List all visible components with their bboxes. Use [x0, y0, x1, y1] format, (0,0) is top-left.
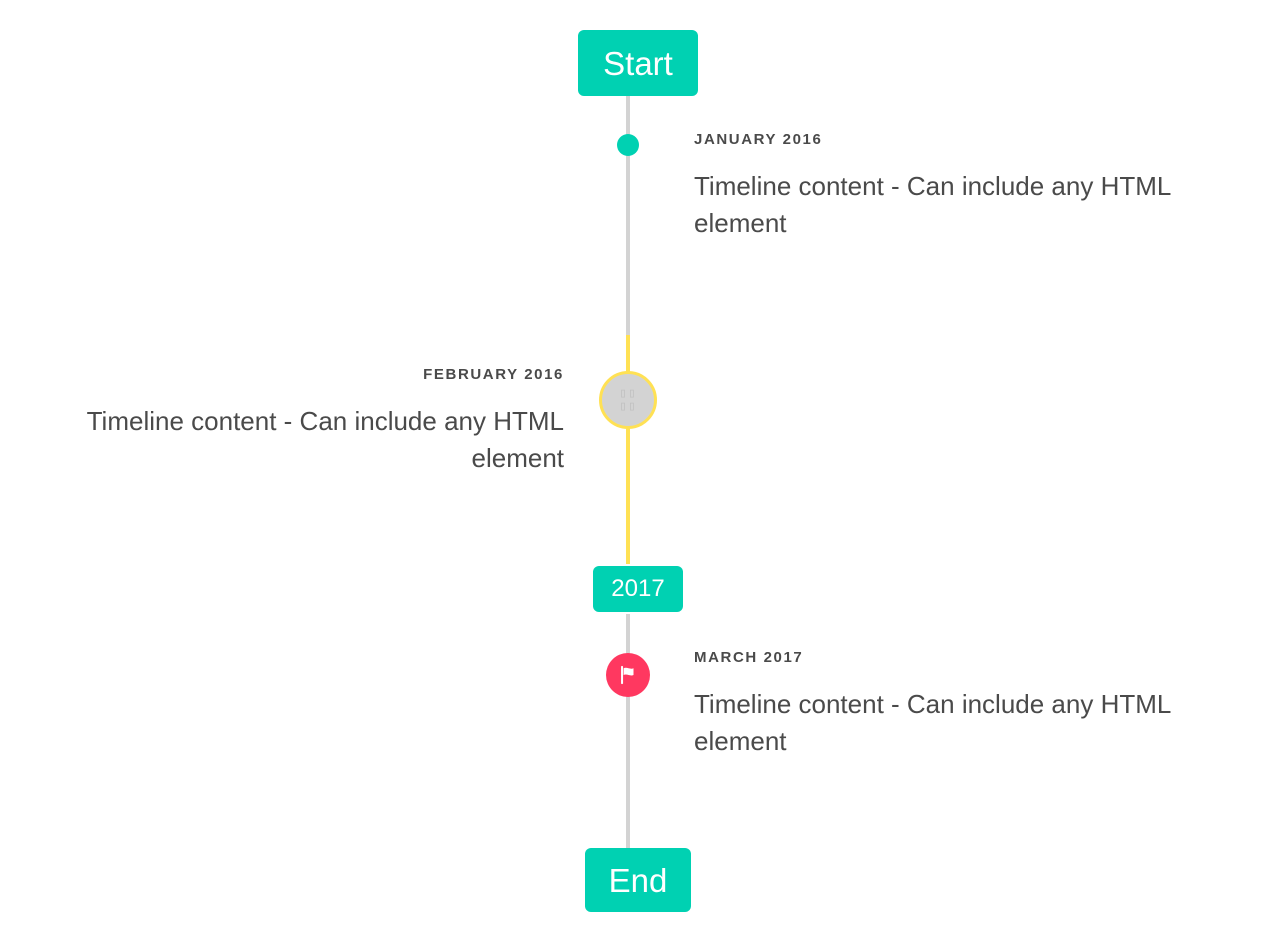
timeline-marker-broken-image-icon[interactable]: ▯▯ ▯▯ [599, 371, 657, 429]
timeline-item-heading: FEBRUARY 2016 [423, 366, 564, 383]
timeline-marker-flag-icon[interactable] [606, 653, 650, 697]
timeline-item-march-2017: MARCH 2017 Timeline content - Can includ… [0, 649, 1268, 760]
timeline-item-january-2016: JANUARY 2016 Timeline content - Can incl… [0, 131, 1268, 242]
timeline-header-badge-start[interactable]: Start [578, 30, 698, 96]
timeline-item-february-2016: FEBRUARY 2016 Timeline content - Can inc… [0, 366, 1268, 477]
timeline-header-badge-2017[interactable]: 2017 [593, 566, 683, 612]
timeline-item-body: Timeline content - Can include any HTML … [86, 406, 564, 474]
timeline-marker-dot-icon[interactable] [617, 134, 639, 156]
timeline-rail-segment-highlight [626, 335, 630, 564]
broken-image-glyph: ▯▯ ▯▯ [619, 386, 637, 414]
timeline-footer-badge-end[interactable]: End [585, 848, 691, 912]
timeline-item-heading: JANUARY 2016 [694, 131, 823, 148]
timeline-item-content: MARCH 2017 Timeline content - Can includ… [694, 649, 1234, 760]
flag-icon [621, 665, 634, 685]
timeline-item-heading: MARCH 2017 [694, 649, 804, 666]
timeline-rail-segment-top [626, 94, 630, 335]
timeline-item-body: Timeline content - Can include any HTML … [694, 171, 1171, 239]
timeline-item-body: Timeline content - Can include any HTML … [694, 689, 1171, 757]
timeline-rail-segment-bottom [626, 614, 630, 850]
timeline-item-content: FEBRUARY 2016 Timeline content - Can inc… [24, 366, 564, 477]
timeline-item-content: JANUARY 2016 Timeline content - Can incl… [694, 131, 1234, 242]
